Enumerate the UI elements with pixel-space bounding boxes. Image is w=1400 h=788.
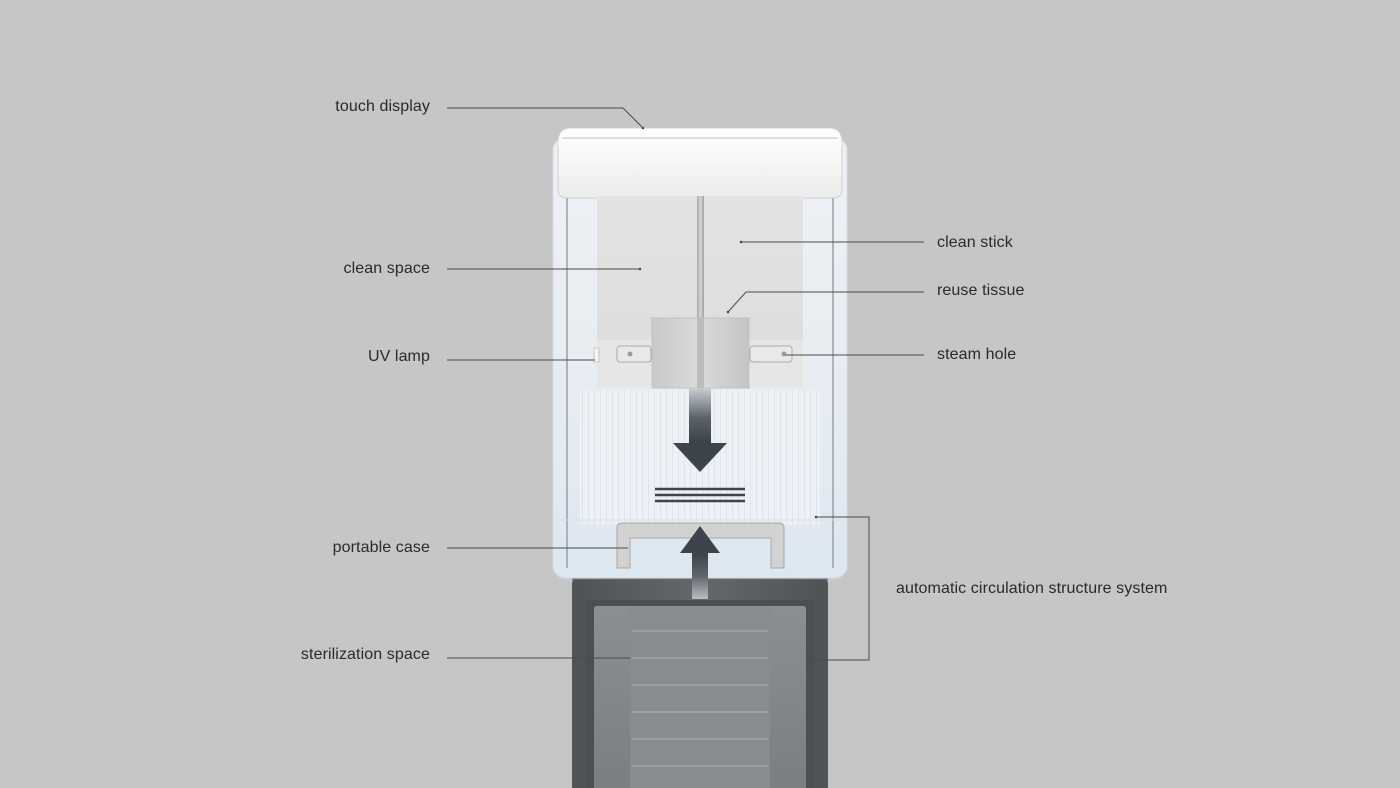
arrow-up-icon [680,526,720,599]
leader-lines [447,107,924,662]
portable-case [616,522,785,569]
label-automatic-circulation: automatic circulation structure system [896,580,1168,597]
label-clean-stick: clean stick [937,234,1013,251]
stacked-lines-icon [655,487,745,503]
label-portable-case: portable case [332,539,430,556]
uv-lamp-bar [593,347,600,363]
top-lid [557,127,843,199]
leader-automatic-circulation [816,516,870,661]
label-steam-hole: steam hole [937,346,1017,363]
label-touch-display: touch display [335,98,430,115]
label-uv-lamp: UV lamp [367,348,430,365]
label-sterilization-space: sterilization space [300,646,430,663]
label-reuse-tissue: reuse tissue [937,282,1025,299]
arrow-down-icon [673,388,727,472]
leader-touch-display [447,107,644,129]
base-unit [572,568,828,788]
steam-hole-plate-left [616,345,652,363]
leader-reuse-tissue [727,291,924,313]
steam-hole-plate-right [749,345,793,363]
label-clean-space: clean space [343,260,430,277]
drawer-slats [632,630,768,767]
clean-stick-rod [697,196,704,324]
